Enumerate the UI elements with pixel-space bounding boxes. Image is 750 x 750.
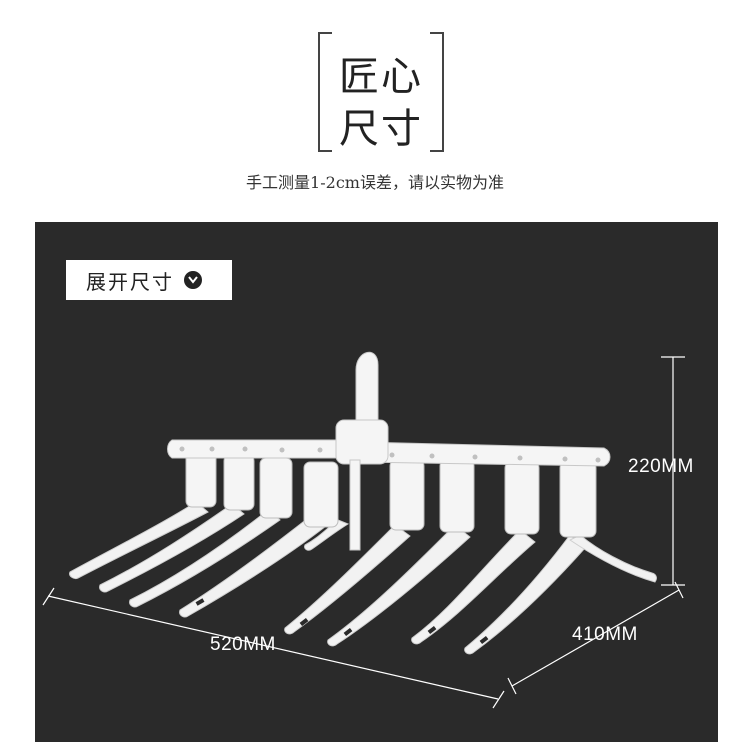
clip [223,454,255,511]
width-dimension-line [47,595,499,700]
hanger-arm [569,534,657,583]
center-post [349,459,361,551]
hanger-clips [185,451,597,538]
width-tick-left [42,587,55,606]
title-line-2: 尺寸 [339,106,423,152]
arm-slots [103,564,489,645]
frame-corner [318,120,332,152]
chevron-down-circle-icon [184,271,202,289]
hanger-arm [179,514,327,618]
hanger-arm [99,503,245,593]
clip [439,459,475,533]
hanger-arm [411,529,536,645]
hanger-arm [284,524,411,635]
width-label: 520MM [210,634,276,655]
bar-rivets [179,446,601,463]
width-tick-right [492,690,505,709]
clip [559,461,597,538]
hanger-arm [464,534,586,655]
clip [259,457,293,519]
product-panel [35,222,718,742]
clip [303,461,339,528]
section-label: 展开尺寸 [66,260,232,300]
measurement-note: 手工测量1-2cm误差，请以实物为准 [246,173,504,192]
frame-corner [430,42,444,152]
hanger-bar [167,352,611,551]
dimension-lines [42,356,685,709]
hanger-arm [129,509,281,608]
left-bar [167,439,341,459]
clip [389,459,425,531]
hook [355,352,379,421]
depth-tick-left [507,677,517,695]
clip [185,451,217,508]
title-line-1: 匠心 [339,54,423,100]
hanger-arm [304,519,350,551]
hanger-arm [69,501,209,579]
depth-tick-right [674,581,684,599]
title-frame: 匠心 尺寸 [318,32,444,152]
frame-corner [318,32,332,142]
clip [504,461,540,535]
hanger-arm [327,524,471,647]
hanger-arms [69,501,657,655]
section-label-text: 展开尺寸 [86,269,174,294]
center-hub [335,419,389,465]
right-bar [359,441,611,467]
depth-dimension-line [511,589,680,687]
height-label: 220MM [628,456,694,477]
depth-label: 410MM [572,624,638,645]
